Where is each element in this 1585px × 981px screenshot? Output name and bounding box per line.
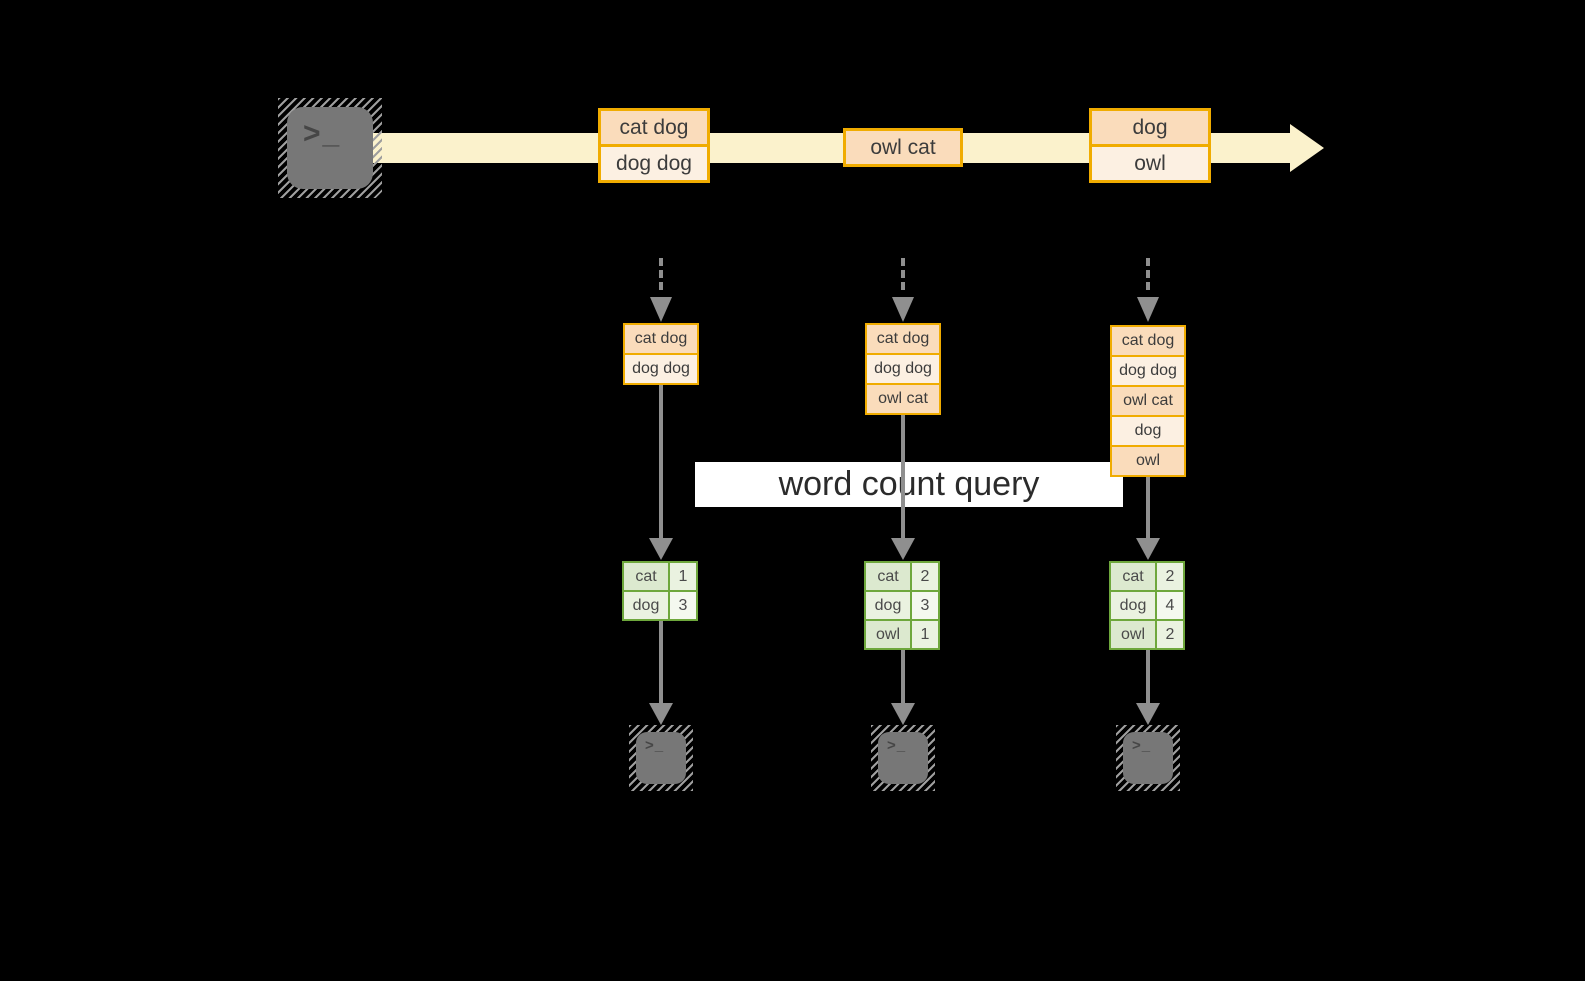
dashed-arrow-head-icon	[650, 297, 672, 322]
table-row: dog 4	[1109, 590, 1185, 621]
word-cell: dog	[622, 590, 670, 621]
word-cell: cat	[622, 561, 670, 592]
count-cell: 2	[910, 561, 940, 592]
arrow-head-icon	[649, 703, 673, 725]
stream-event-box-1: cat dog dog dog	[598, 108, 710, 183]
event-row: dog dog	[598, 144, 710, 183]
terminal-prompt-glyph: >_	[887, 737, 907, 754]
arrow-head-icon	[1136, 703, 1160, 725]
state-box-2: cat dog dog dog owl cat	[865, 323, 941, 415]
flow-line	[1146, 477, 1150, 538]
count-cell: 2	[1155, 561, 1185, 592]
word-cell: cat	[864, 561, 912, 592]
word-cell: owl	[1109, 619, 1157, 650]
table-row: dog 3	[622, 590, 698, 621]
stream-arrowhead-icon	[1290, 124, 1324, 172]
dashed-arrow-line	[659, 258, 663, 290]
word-cell: cat	[1109, 561, 1157, 592]
flow-line	[1146, 650, 1150, 703]
count-cell: 4	[1155, 590, 1185, 621]
word-cell: dog	[1109, 590, 1157, 621]
table-row: cat 2	[864, 561, 940, 592]
query-label-banner: word count query	[695, 462, 1123, 507]
state-row: cat dog	[623, 323, 699, 355]
arrow-head-icon	[649, 538, 673, 560]
terminal-prompt-glyph: >_	[645, 737, 665, 754]
terminal-screen: >_	[1123, 732, 1173, 784]
terminal-prompt-glyph: >_	[303, 117, 342, 150]
stream-event-box-2: owl cat	[843, 128, 963, 167]
output-terminal-icon: >_	[1116, 725, 1180, 791]
state-row: cat dog	[865, 323, 941, 355]
event-row: owl cat	[843, 128, 963, 167]
output-terminal-icon: >_	[871, 725, 935, 791]
flow-line	[901, 415, 905, 538]
dashed-arrow-head-icon	[892, 297, 914, 322]
word-cell: dog	[864, 590, 912, 621]
count-cell: 3	[668, 590, 698, 621]
terminal-screen: >_	[878, 732, 928, 784]
table-row: owl 2	[1109, 619, 1185, 650]
terminal-prompt-glyph: >_	[1132, 737, 1152, 754]
state-row: owl	[1110, 445, 1186, 477]
count-cell: 1	[910, 619, 940, 650]
table-row: dog 3	[864, 590, 940, 621]
flow-line	[659, 621, 663, 703]
state-box-1: cat dog dog dog	[623, 323, 699, 385]
flow-line	[659, 385, 663, 538]
dashed-arrow-head-icon	[1137, 297, 1159, 322]
arrow-head-icon	[891, 538, 915, 560]
stream-event-box-3: dog owl	[1089, 108, 1211, 183]
word-count-table-3: cat 2 dog 4 owl 2	[1109, 561, 1185, 650]
table-row: cat 1	[622, 561, 698, 592]
state-row: owl cat	[865, 383, 941, 415]
source-terminal-icon: >_	[278, 98, 382, 198]
table-row: cat 2	[1109, 561, 1185, 592]
arrow-head-icon	[1136, 538, 1160, 560]
terminal-screen: >_	[287, 107, 373, 189]
count-cell: 3	[910, 590, 940, 621]
state-row: dog dog	[1110, 355, 1186, 387]
event-row: owl	[1089, 144, 1211, 183]
flow-line	[901, 650, 905, 703]
state-row: owl cat	[1110, 385, 1186, 417]
state-row: dog dog	[865, 353, 941, 385]
word-cell: owl	[864, 619, 912, 650]
state-row: dog dog	[623, 353, 699, 385]
count-cell: 2	[1155, 619, 1185, 650]
output-terminal-icon: >_	[629, 725, 693, 791]
table-row: owl 1	[864, 619, 940, 650]
arrow-head-icon	[891, 703, 915, 725]
count-cell: 1	[668, 561, 698, 592]
state-row: cat dog	[1110, 325, 1186, 357]
state-box-3: cat dog dog dog owl cat dog owl	[1110, 325, 1186, 477]
state-row: dog	[1110, 415, 1186, 447]
dashed-arrow-line	[1146, 258, 1150, 290]
event-row: dog	[1089, 108, 1211, 147]
event-row: cat dog	[598, 108, 710, 147]
word-count-table-2: cat 2 dog 3 owl 1	[864, 561, 940, 650]
dashed-arrow-line	[901, 258, 905, 290]
terminal-screen: >_	[636, 732, 686, 784]
word-count-table-1: cat 1 dog 3	[622, 561, 698, 621]
